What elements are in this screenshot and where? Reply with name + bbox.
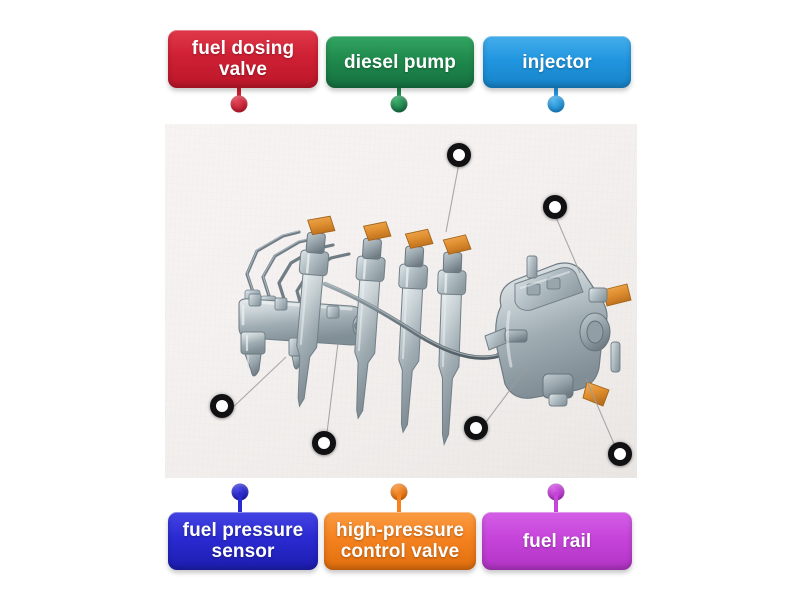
connector-stem-fuel-rail bbox=[554, 492, 558, 514]
connector-dot-injector[interactable] bbox=[547, 95, 565, 113]
connector-dot-fuel-dosing-valve[interactable] bbox=[230, 95, 248, 113]
label-high-pressure-control-valve[interactable]: high-pressure control valve bbox=[324, 512, 476, 570]
connector-stem-high-pressure-control-valve bbox=[397, 492, 401, 514]
label-text: fuel dosing valve bbox=[191, 38, 295, 80]
label-text: diesel pump bbox=[344, 51, 456, 73]
marker-ring-4[interactable] bbox=[312, 431, 336, 455]
label-text: fuel pressure sensor bbox=[182, 520, 304, 562]
fuel-system-illustration bbox=[227, 162, 632, 461]
label-fuel-rail[interactable]: fuel rail bbox=[482, 512, 632, 570]
marker-ring-3[interactable] bbox=[210, 394, 234, 418]
marker-ring-1[interactable] bbox=[447, 143, 471, 167]
label-fuel-pressure-sensor[interactable]: fuel pressure sensor bbox=[168, 512, 318, 570]
marker-ring-5[interactable] bbox=[464, 416, 488, 440]
label-text: fuel rail bbox=[522, 530, 592, 552]
label-text: injector bbox=[522, 51, 592, 73]
connector-dot-diesel-pump[interactable] bbox=[390, 95, 408, 113]
diagram-image bbox=[165, 124, 637, 478]
label-diesel-pump[interactable]: diesel pump bbox=[326, 36, 474, 88]
marker-ring-6[interactable] bbox=[608, 442, 632, 466]
label-fuel-dosing-valve[interactable]: fuel dosing valve bbox=[168, 30, 318, 88]
label-injector[interactable]: injector bbox=[483, 36, 631, 88]
connector-stem-diesel-pump bbox=[397, 86, 401, 104]
connector-stem-fuel-pressure-sensor bbox=[238, 492, 242, 514]
connector-stem-injector bbox=[554, 86, 558, 104]
connector-stem-fuel-dosing-valve bbox=[237, 86, 241, 104]
label-text: high-pressure control valve bbox=[336, 520, 464, 562]
marker-ring-2[interactable] bbox=[543, 195, 567, 219]
